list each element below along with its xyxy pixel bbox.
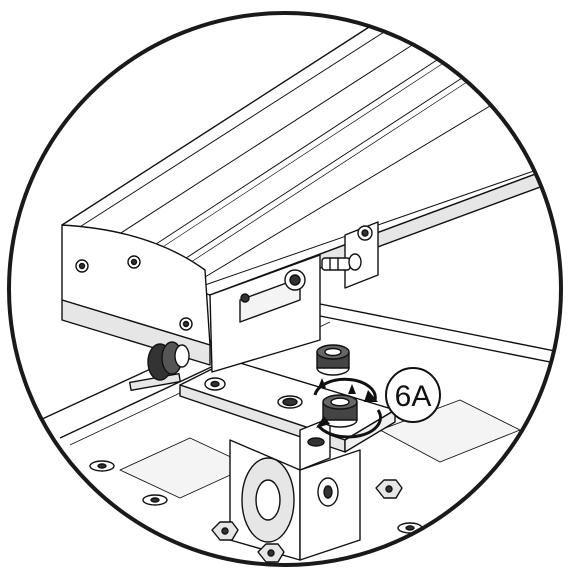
hex-nut-1 [211, 521, 239, 541]
callout-label: 6A [395, 380, 432, 413]
wing-nut-left-1 [89, 460, 115, 472]
thumb-screw-left [128, 341, 190, 391]
wing-nut-left-2 [142, 494, 168, 506]
detail-view [39, 19, 561, 565]
hex-nut-3 [375, 479, 403, 499]
detail-frame-circle [7, 11, 563, 567]
hex-nut-2 [257, 543, 285, 563]
washer [204, 377, 226, 391]
up-arrow-icon [318, 378, 356, 394]
thumb-screw-upper [316, 344, 350, 376]
thumb-screw-lower [322, 394, 358, 428]
side-bracket [209, 254, 321, 373]
right-mount-tab [321, 221, 379, 289]
step-callout: 6A [385, 367, 441, 423]
caster-wheel [229, 439, 361, 561]
